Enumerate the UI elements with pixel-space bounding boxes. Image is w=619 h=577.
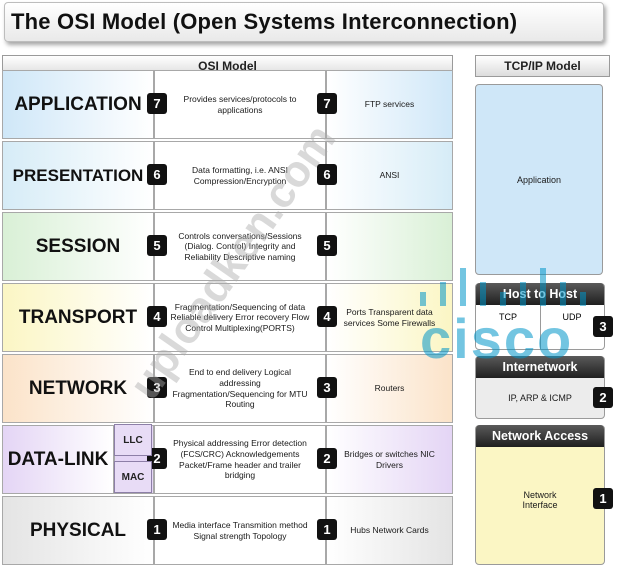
tcpip-model-header: TCP/IP Model [475, 55, 610, 77]
layer-examples: Routers [326, 354, 453, 423]
network-interface-label: Network Interface [522, 490, 558, 510]
diagram-title: The OSI Model (Open Systems Interconnect… [11, 9, 518, 34]
network-access-header: Network Access [476, 425, 604, 447]
layer-number-badge: 6 [147, 164, 167, 185]
layer-description: Media interface Transmition method Signa… [154, 496, 326, 565]
layer-name: PHYSICAL [2, 496, 154, 565]
layer-number-badge: 3 [317, 377, 337, 398]
layer-name: NETWORK [2, 354, 154, 423]
internetwork-header: Internetwork [476, 356, 604, 378]
cisco-logo: cisco [414, 262, 594, 372]
layer-name: APPLICATION [2, 70, 154, 139]
udp-label: UDP [562, 312, 582, 322]
llc-sublayer: LLC [114, 424, 152, 456]
layer-number-badge: 4 [317, 306, 337, 327]
layer-examples: Bridges or switches NIC Drivers [326, 425, 453, 494]
layer-examples [326, 212, 453, 281]
layer-name: PRESENTATION [2, 141, 154, 210]
mac-sublayer: MAC [114, 461, 152, 493]
layer-number-badge: 3 [147, 377, 167, 398]
layer-description: Data formatting, i.e. ANSI Compression/E… [154, 141, 326, 210]
host-to-host-number-badge: 3 [593, 316, 613, 337]
layer-number-badge: 5 [147, 235, 167, 256]
layer-examples: Ports Transparent data services Some Fir… [326, 283, 453, 352]
layer-number-badge: 2 [147, 448, 167, 469]
layer-description: Fragmentation/Sequencing of data Reliabl… [154, 283, 326, 352]
layer-number-badge: 6 [317, 164, 337, 185]
layer-examples: FTP services [326, 70, 453, 139]
layer-number-badge: 2 [317, 448, 337, 469]
layer-name: SESSION [2, 212, 154, 281]
tcpip-application-layer: Application [475, 84, 603, 275]
layer-examples: ANSI [326, 141, 453, 210]
layer-description: Physical addressing Error detection (FCS… [154, 425, 326, 494]
internet-protocols-label: IP, ARP & ICMP [508, 392, 572, 403]
network-access-number-badge: 1 [593, 488, 613, 509]
layer-number-badge: 7 [317, 93, 337, 114]
layer-number-badge: 1 [147, 519, 167, 540]
osi-layer-row: DATA-LINK Physical addressing Error detec… [2, 425, 453, 494]
tcp-label: TCP [499, 312, 517, 322]
layer-description: Controls conversations/Sessions (Dialog.… [154, 212, 326, 281]
cisco-logo-text: cisco [420, 307, 574, 370]
layer-number-badge: 4 [147, 306, 167, 327]
tcpip-application-label: Application [516, 174, 562, 185]
layer-examples: Hubs Network Cards [326, 496, 453, 565]
layer-name: DATA-LINK [2, 425, 114, 494]
layer-number-badge: 7 [147, 93, 167, 114]
layer-number-badge: 1 [317, 519, 337, 540]
title-bar: The OSI Model (Open Systems Interconnect… [4, 2, 604, 42]
layer-name: TRANSPORT [2, 283, 154, 352]
layer-description: End to end delivery Logical addressing F… [154, 354, 326, 423]
tcp-udp-divider [540, 305, 541, 349]
layer-description: Provides services/protocols to applicati… [154, 70, 326, 139]
internetwork-number-badge: 2 [593, 387, 613, 408]
layer-number-badge: 5 [317, 235, 337, 256]
cisco-bars-icon [420, 268, 586, 306]
